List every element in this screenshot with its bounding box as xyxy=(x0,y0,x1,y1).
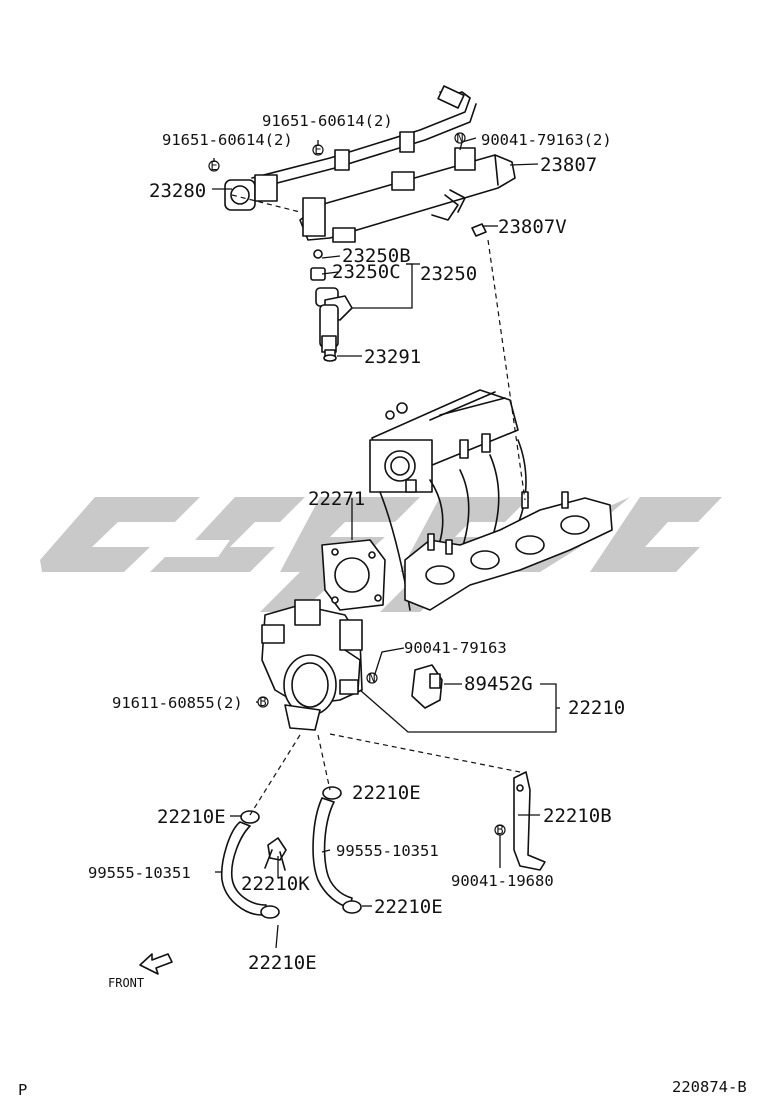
part-label-99555-10351: 99555-10351 xyxy=(88,864,191,882)
part-label-23807: 23807 xyxy=(540,154,597,176)
part-label-22210e: 22210E xyxy=(374,896,443,918)
front-direction-arrow-icon xyxy=(139,953,173,975)
throttle-bracket-icon xyxy=(513,771,546,871)
intake-manifold xyxy=(369,389,613,611)
throttle-body-gasket-icon xyxy=(321,539,386,611)
marker-e-icon: E xyxy=(312,143,324,157)
throttle-position-sensor-icon xyxy=(411,664,443,709)
fuel-injector-icon xyxy=(310,249,353,362)
part-label-23250c: 23250C xyxy=(332,261,401,283)
svg-text:E: E xyxy=(210,159,217,173)
marker-n-icon: N xyxy=(366,671,378,685)
marker-e-icon: E xyxy=(208,159,220,173)
part-label-22210e: 22210E xyxy=(157,806,226,828)
svg-text:N: N xyxy=(368,671,375,685)
part-label-99555-10351: 99555-10351 xyxy=(336,842,439,860)
marker-n-icon: N xyxy=(454,131,466,145)
diagram-reference-number: 220874-B xyxy=(672,1078,747,1096)
part-label-91651-60614: 91651-60614(2) xyxy=(262,112,393,130)
part-label-22210e: 22210E xyxy=(352,782,421,804)
part-label-23807v: 23807V xyxy=(498,216,567,238)
part-label-23280: 23280 xyxy=(149,180,206,202)
part-label-23250: 23250 xyxy=(420,263,477,285)
part-label-90041-79163-2: 90041-79163(2) xyxy=(481,131,612,149)
fuel-rail-assembly xyxy=(224,85,516,243)
svg-text:B: B xyxy=(496,823,503,837)
marker-b-icon: B xyxy=(257,695,269,709)
part-label-90041-79163: 90041-79163 xyxy=(404,639,507,657)
part-label-91611-60855: 91611-60855(2) xyxy=(112,694,243,712)
hose-clamp-icon xyxy=(240,786,362,919)
marker-b-icon: B xyxy=(494,823,506,837)
part-label-22210b: 22210B xyxy=(543,805,612,827)
svg-text:E: E xyxy=(314,143,321,157)
svg-text:N: N xyxy=(456,131,463,145)
pressure-regulator-icon xyxy=(224,174,278,211)
part-label-90041-19680: 90041-19680 xyxy=(451,872,554,890)
front-label: FRONT xyxy=(108,976,144,990)
footer-left-code: P xyxy=(18,1081,27,1099)
part-label-23250b: 23250B xyxy=(342,245,411,267)
part-label-91651-60614: 91651-60614(2) xyxy=(162,131,293,149)
water-bypass-hoses xyxy=(220,786,362,919)
part-label-23291: 23291 xyxy=(364,346,421,368)
part-label-22271: 22271 xyxy=(308,488,365,510)
hose-clip-icon xyxy=(264,837,287,871)
part-label-89452g: 89452G xyxy=(464,673,533,695)
throttle-body-icon xyxy=(261,599,363,731)
svg-text:B: B xyxy=(259,695,266,709)
part-label-22210: 22210 xyxy=(568,697,625,719)
part-label-22210k: 22210K xyxy=(241,873,310,895)
part-label-22210e: 22210E xyxy=(248,952,317,974)
